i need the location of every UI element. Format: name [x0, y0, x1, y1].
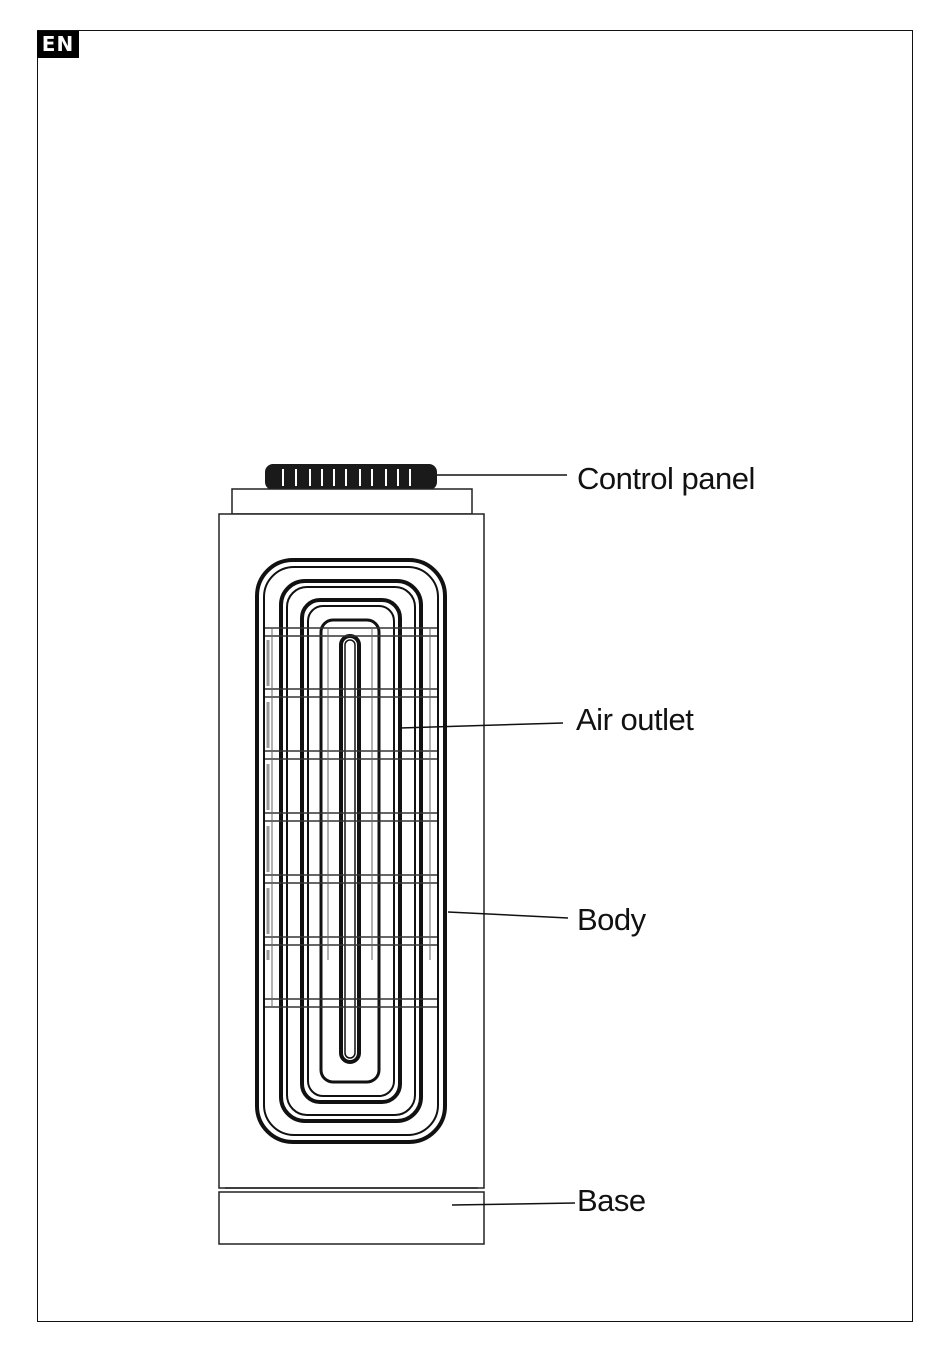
control-panel-label: Control panel [577, 461, 755, 497]
air-outlet-label: Air outlet [576, 702, 693, 738]
base-label: Base [577, 1183, 646, 1219]
top-collar [232, 489, 472, 514]
control-knob [265, 464, 437, 490]
heater-base [219, 1192, 484, 1244]
body-label: Body [577, 902, 646, 938]
